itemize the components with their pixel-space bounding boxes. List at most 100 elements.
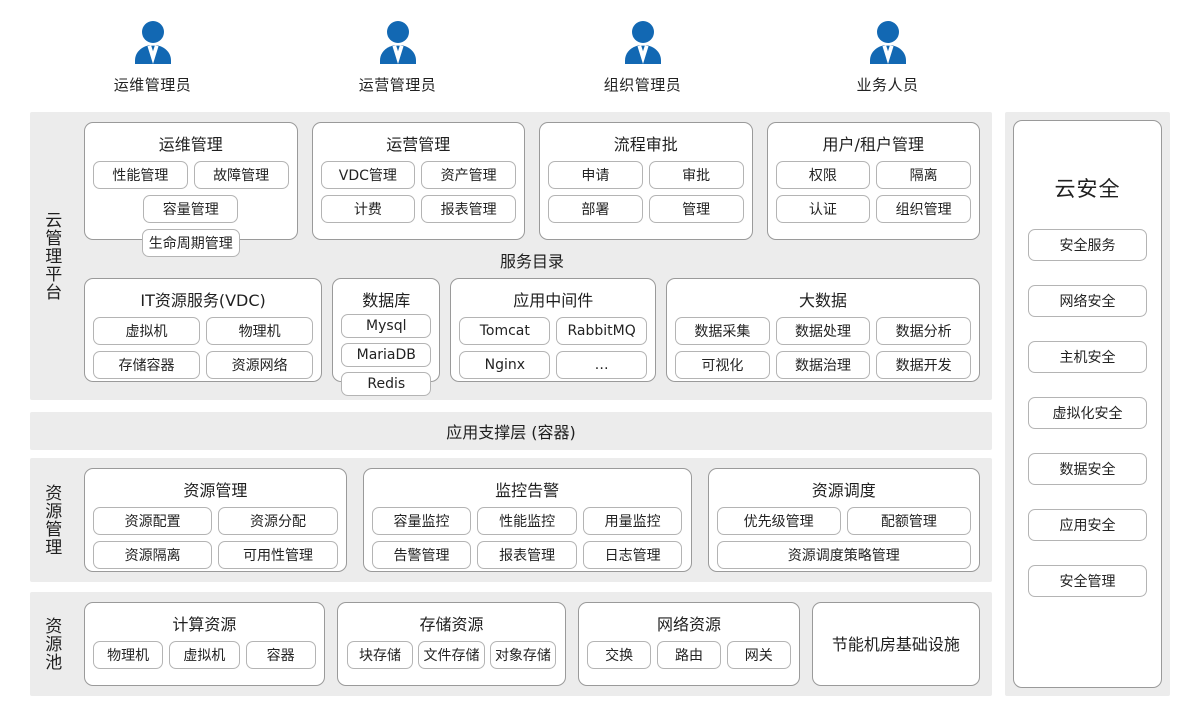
resource-management-row: 资源管理 资源配置 资源分配 资源隔离 可用性管理 监控告警 容量监控 性能监控…	[72, 458, 992, 582]
user-avatar-icon	[379, 21, 416, 64]
card-cloud-security[interactable]: 云安全 安全服务 网络安全 主机安全 虚拟化安全 数据安全 应用安全 安全管理	[1013, 120, 1162, 688]
chip-item[interactable]: Nginx	[459, 351, 551, 379]
card-green-datacenter-infrastructure[interactable]: 节能机房基础设施	[811, 602, 980, 686]
chip-item[interactable]: 报表管理	[477, 541, 577, 569]
security-item-network[interactable]: 网络安全	[1028, 285, 1147, 317]
chip-item[interactable]: 虚拟机	[93, 317, 201, 345]
chip-item[interactable]: 隔离	[876, 161, 971, 189]
chip-item[interactable]: 管理	[648, 195, 744, 223]
security-item-management[interactable]: 安全管理	[1028, 565, 1147, 597]
chip-item[interactable]: 虚拟机	[169, 641, 240, 669]
card-big-data[interactable]: 大数据 数据采集 数据处理 数据分析 可视化 数据治理 数据开发	[666, 278, 981, 382]
actor-label: 运营管理员	[358, 76, 437, 94]
chip-item[interactable]: 文件存储	[418, 641, 485, 669]
chip-item[interactable]: …	[556, 351, 648, 379]
card-resource-scheduling[interactable]: 资源调度 优先级管理 配额管理 资源调度策略管理	[707, 468, 980, 572]
chip-item[interactable]: 配额管理	[846, 507, 971, 535]
chip-item[interactable]: 资源网络	[206, 351, 314, 379]
band-label-resource-pool: 资源池	[41, 617, 62, 671]
card-user-tenant-management[interactable]: 用户/租户管理 权限 隔离 认证 组织管理	[766, 122, 980, 240]
chip-item[interactable]: RabbitMQ	[556, 317, 648, 345]
chip-item[interactable]: 容量管理	[143, 195, 239, 223]
band-label-platform: 云管理平台	[41, 211, 62, 301]
chip-item[interactable]: 报表管理	[421, 195, 516, 223]
card-title: 应用中间件	[513, 291, 594, 310]
band-label-resource-management: 资源管理	[41, 484, 62, 556]
chip-item[interactable]: 对象存储	[489, 641, 557, 669]
card-title: 运维管理	[158, 135, 223, 154]
card-it-resource-service[interactable]: IT资源服务(VDC) 虚拟机 物理机 存储容器 资源网络	[84, 278, 323, 382]
card-title: 计算资源	[172, 615, 237, 634]
security-item-application[interactable]: 应用安全	[1028, 509, 1147, 541]
card-title: 资源调度	[811, 481, 876, 500]
actor-operation-admin: 运营管理员	[275, 18, 520, 108]
service-catalog-row: IT资源服务(VDC) 虚拟机 物理机 存储容器 资源网络 数据库 Mysql …	[72, 278, 992, 396]
chip-item[interactable]: 数据开发	[876, 351, 971, 379]
chip-item[interactable]: 资源隔离	[93, 541, 213, 569]
chip-item[interactable]: 申请	[548, 161, 643, 189]
chip-item[interactable]: 可用性管理	[218, 541, 338, 569]
card-title: 大数据	[799, 291, 848, 310]
chip-item[interactable]: 权限	[775, 161, 871, 189]
chip-item[interactable]: 审批	[648, 161, 744, 189]
actor-label: 组织管理员	[603, 76, 682, 94]
chip-item[interactable]: 可视化	[675, 351, 770, 379]
chip-item[interactable]: MariaDB	[341, 343, 432, 367]
chip-item[interactable]: Mysql	[341, 314, 432, 338]
card-monitoring-alarm[interactable]: 监控告警 容量监控 性能监控 用量监控 告警管理 报表管理 日志管理	[362, 468, 692, 572]
application-support-layer-label: 应用支撑层 (容器)	[446, 423, 576, 442]
chip-item[interactable]: 故障管理	[193, 161, 289, 189]
card-network-resource[interactable]: 网络资源 交换 路由 网关	[578, 602, 800, 686]
chip-item[interactable]: 数据治理	[775, 351, 871, 379]
chip-item[interactable]: 块存储	[346, 641, 414, 669]
chip-item[interactable]: 用量监控	[582, 507, 683, 535]
chip-item[interactable]: 性能监控	[477, 507, 577, 535]
chip-item[interactable]: 资产管理	[421, 161, 516, 189]
chip-item[interactable]: 资源调度策略管理	[716, 541, 971, 569]
card-storage-resource[interactable]: 存储资源 块存储 文件存储 对象存储	[336, 602, 567, 686]
card-process-approval[interactable]: 流程审批 申请 审批 部署 管理	[539, 122, 753, 240]
card-title: 节能机房基础设施	[831, 635, 960, 654]
chip-item[interactable]: 容器	[245, 641, 316, 669]
security-item-virtualization[interactable]: 虚拟化安全	[1028, 397, 1147, 429]
chip-item[interactable]: 日志管理	[582, 541, 683, 569]
security-item-service[interactable]: 安全服务	[1028, 229, 1147, 261]
card-ops-management[interactable]: 运维管理 性能管理 故障管理 容量管理 生命周期管理	[84, 122, 298, 257]
card-resource-management[interactable]: 资源管理 资源配置 资源分配 资源隔离 可用性管理	[84, 468, 347, 572]
chip-item[interactable]: 认证	[775, 195, 871, 223]
chip-item[interactable]: 数据分析	[876, 317, 971, 345]
chip-item[interactable]: VDC管理	[320, 161, 416, 189]
chip-item[interactable]: 网关	[726, 641, 791, 669]
cloud-management-platform-band: 云管理平台 运维管理 性能管理 故障管理 容量管理 生命周期管理 运营管理 VD…	[30, 112, 992, 400]
card-application-middleware[interactable]: 应用中间件 Tomcat RabbitMQ Nginx …	[450, 278, 657, 382]
chip-item[interactable]: 生命周期管理	[141, 229, 240, 257]
chip-item[interactable]: 部署	[548, 195, 643, 223]
card-title: 监控告警	[495, 481, 560, 500]
chip-item[interactable]: Tomcat	[459, 317, 551, 345]
chip-item[interactable]: 数据处理	[775, 317, 871, 345]
chip-item[interactable]: 容量监控	[371, 507, 472, 535]
actor-ops-admin: 运维管理员	[30, 18, 275, 108]
chip-item[interactable]: Redis	[341, 372, 432, 396]
chip-item[interactable]: 路由	[657, 641, 721, 669]
chip-item[interactable]: 组织管理	[876, 195, 971, 223]
chip-item[interactable]: 性能管理	[93, 161, 188, 189]
card-title: 数据库	[362, 291, 411, 310]
security-item-host[interactable]: 主机安全	[1028, 341, 1147, 373]
application-support-layer-strip: 应用支撑层 (容器)	[30, 412, 992, 450]
security-item-data[interactable]: 数据安全	[1028, 453, 1147, 485]
chip-item[interactable]: 资源配置	[93, 507, 213, 535]
chip-item[interactable]: 交换	[587, 641, 652, 669]
card-compute-resource[interactable]: 计算资源 物理机 虚拟机 容器	[84, 602, 325, 686]
card-title: 用户/租户管理	[822, 135, 924, 154]
chip-item[interactable]: 数据采集	[675, 317, 770, 345]
chip-item[interactable]: 资源分配	[218, 507, 338, 535]
chip-item[interactable]: 物理机	[206, 317, 314, 345]
chip-item[interactable]: 计费	[320, 195, 416, 223]
chip-item[interactable]: 优先级管理	[716, 507, 841, 535]
chip-item[interactable]: 物理机	[93, 641, 164, 669]
card-database[interactable]: 数据库 Mysql MariaDB Redis	[332, 278, 441, 396]
chip-item[interactable]: 存储容器	[93, 351, 201, 379]
card-operation-management[interactable]: 运营管理 VDC管理 资产管理 计费 报表管理	[311, 122, 525, 240]
chip-item[interactable]: 告警管理	[371, 541, 472, 569]
